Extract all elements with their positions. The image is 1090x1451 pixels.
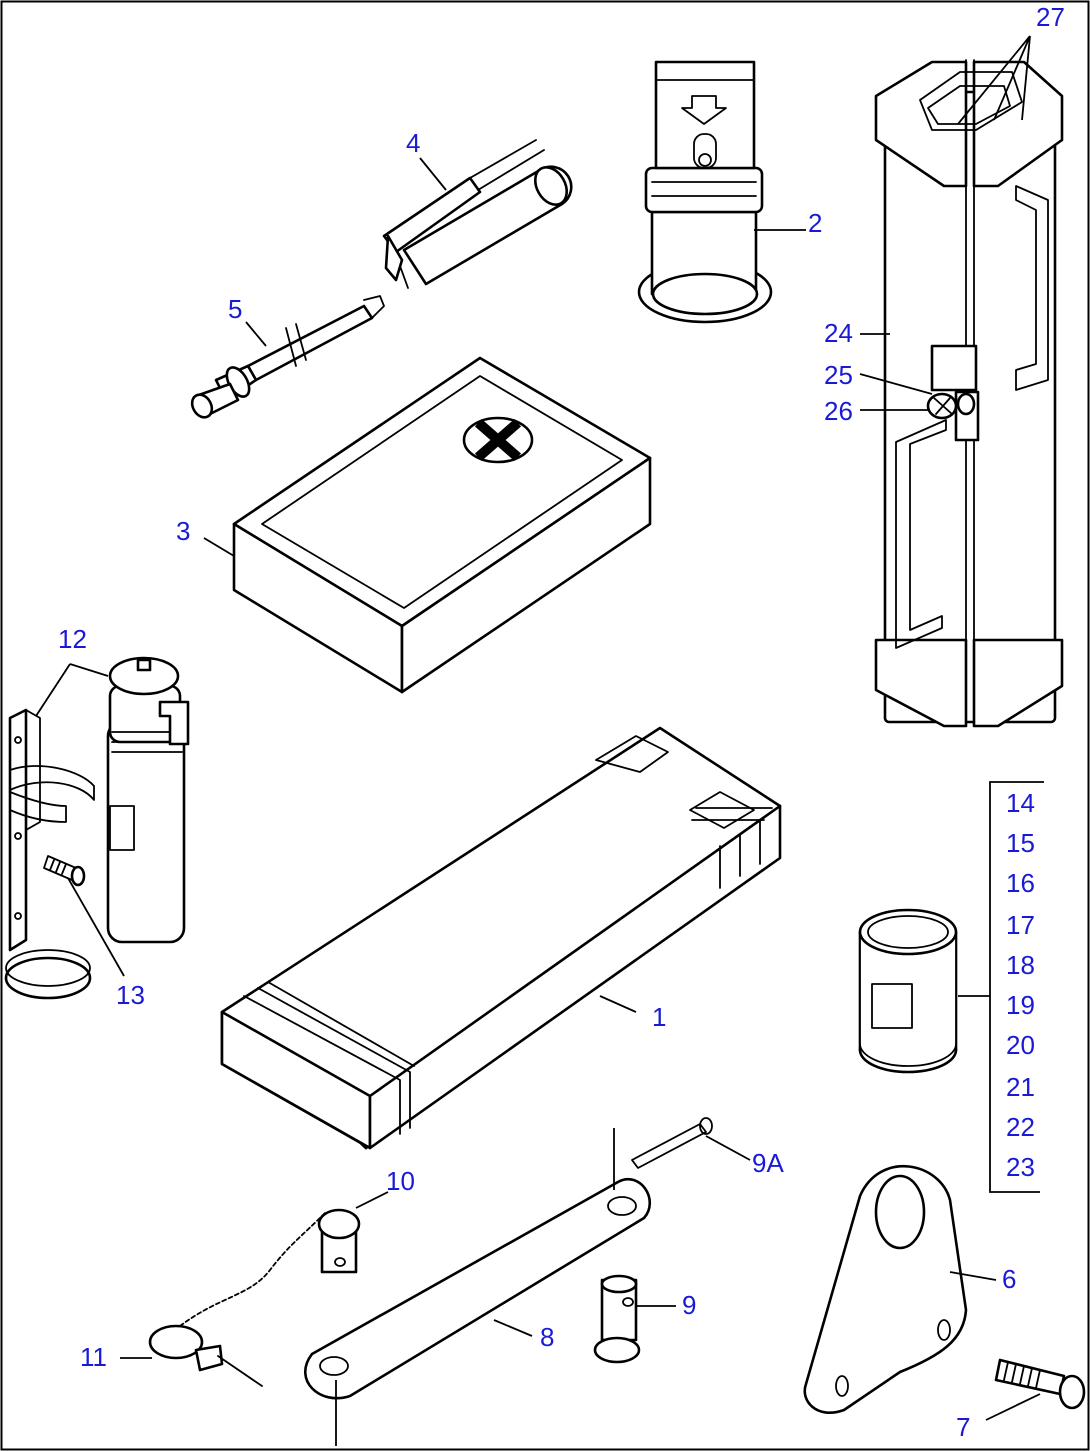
parts-list-item: 19 bbox=[1006, 990, 1035, 1020]
callout-13: 13 bbox=[116, 980, 145, 1010]
leader-6 bbox=[949, 1271, 997, 1281]
callout-9: 9 bbox=[682, 1290, 696, 1320]
part-7-bolt bbox=[994, 1358, 1086, 1410]
part-13-bolt bbox=[43, 855, 86, 887]
leader-5 bbox=[245, 321, 267, 347]
callout-1: 1 bbox=[652, 1002, 666, 1032]
callout-9a: 9A bbox=[752, 1148, 784, 1178]
part-3-first-aid-box bbox=[232, 356, 652, 694]
parts-list-item: 22 bbox=[1006, 1112, 1035, 1142]
callout-25: 25 bbox=[824, 360, 853, 390]
part-6-plate bbox=[803, 1164, 968, 1414]
first-aid-cross-icon bbox=[474, 418, 522, 462]
part-5-hose bbox=[190, 295, 385, 419]
leader-lines bbox=[35, 35, 1041, 1421]
parts-list-item: 17 bbox=[1006, 910, 1035, 940]
leader-4 bbox=[419, 157, 447, 191]
callout-26: 26 bbox=[824, 396, 853, 426]
part-10-pin bbox=[317, 1208, 361, 1274]
parts-list-bracket bbox=[989, 781, 1044, 1193]
callout-12: 12 bbox=[58, 624, 87, 654]
part-12-fire-extinguisher bbox=[106, 656, 190, 944]
callout-2: 2 bbox=[808, 208, 822, 238]
parts-list-item: 14 bbox=[1006, 788, 1035, 818]
part-1-container bbox=[220, 726, 782, 1150]
part-11-snap-pin bbox=[148, 1211, 327, 1387]
part-9-pin bbox=[593, 1274, 641, 1364]
parts-list-item: 16 bbox=[1006, 868, 1035, 898]
leader-12 bbox=[35, 663, 109, 717]
leader-1 bbox=[599, 995, 637, 1013]
callout-8: 8 bbox=[540, 1322, 554, 1352]
callout-7: 7 bbox=[956, 1412, 970, 1442]
leader-9a bbox=[705, 1135, 751, 1161]
callout-27: 27 bbox=[1036, 2, 1065, 32]
leader-25 bbox=[859, 373, 933, 395]
callout-4: 4 bbox=[406, 128, 420, 158]
callout-labels: 1 2 3 4 5 6 7 8 9 9A 10 11 12 13 24 25 2… bbox=[58, 2, 1065, 1442]
part-12-bracket bbox=[4, 708, 95, 1000]
callout-3: 3 bbox=[176, 516, 190, 546]
part-24-tool-case bbox=[874, 59, 1064, 728]
part-2-cartridge bbox=[637, 60, 773, 324]
parts-list-item: 20 bbox=[1006, 1030, 1035, 1060]
part-14-23-can bbox=[858, 908, 958, 1074]
leader-27 bbox=[957, 35, 1031, 125]
part-9a-cotter-pin bbox=[631, 1117, 713, 1169]
parts-list-item: 23 bbox=[1006, 1152, 1035, 1182]
leader-10 bbox=[355, 1191, 389, 1209]
callout-11: 11 bbox=[80, 1342, 107, 1372]
leader-7 bbox=[985, 1393, 1041, 1421]
parts-list-item: 21 bbox=[1006, 1072, 1035, 1102]
part-25-26-latch bbox=[926, 392, 976, 420]
parts-list-item: 18 bbox=[1006, 950, 1035, 980]
parts-list: 14 15 16 17 18 19 20 21 22 23 bbox=[1006, 788, 1035, 1182]
part-4-grease-gun bbox=[382, 139, 573, 289]
callout-6: 6 bbox=[1002, 1264, 1016, 1294]
callout-10: 10 bbox=[386, 1166, 415, 1196]
callout-5: 5 bbox=[228, 294, 242, 324]
leader-3 bbox=[203, 537, 235, 557]
parts-list-item: 15 bbox=[1006, 828, 1035, 858]
part-8-link-bar bbox=[304, 1128, 651, 1446]
leader-8 bbox=[493, 1319, 533, 1337]
callout-24: 24 bbox=[824, 318, 853, 348]
leader-13 bbox=[67, 877, 125, 977]
